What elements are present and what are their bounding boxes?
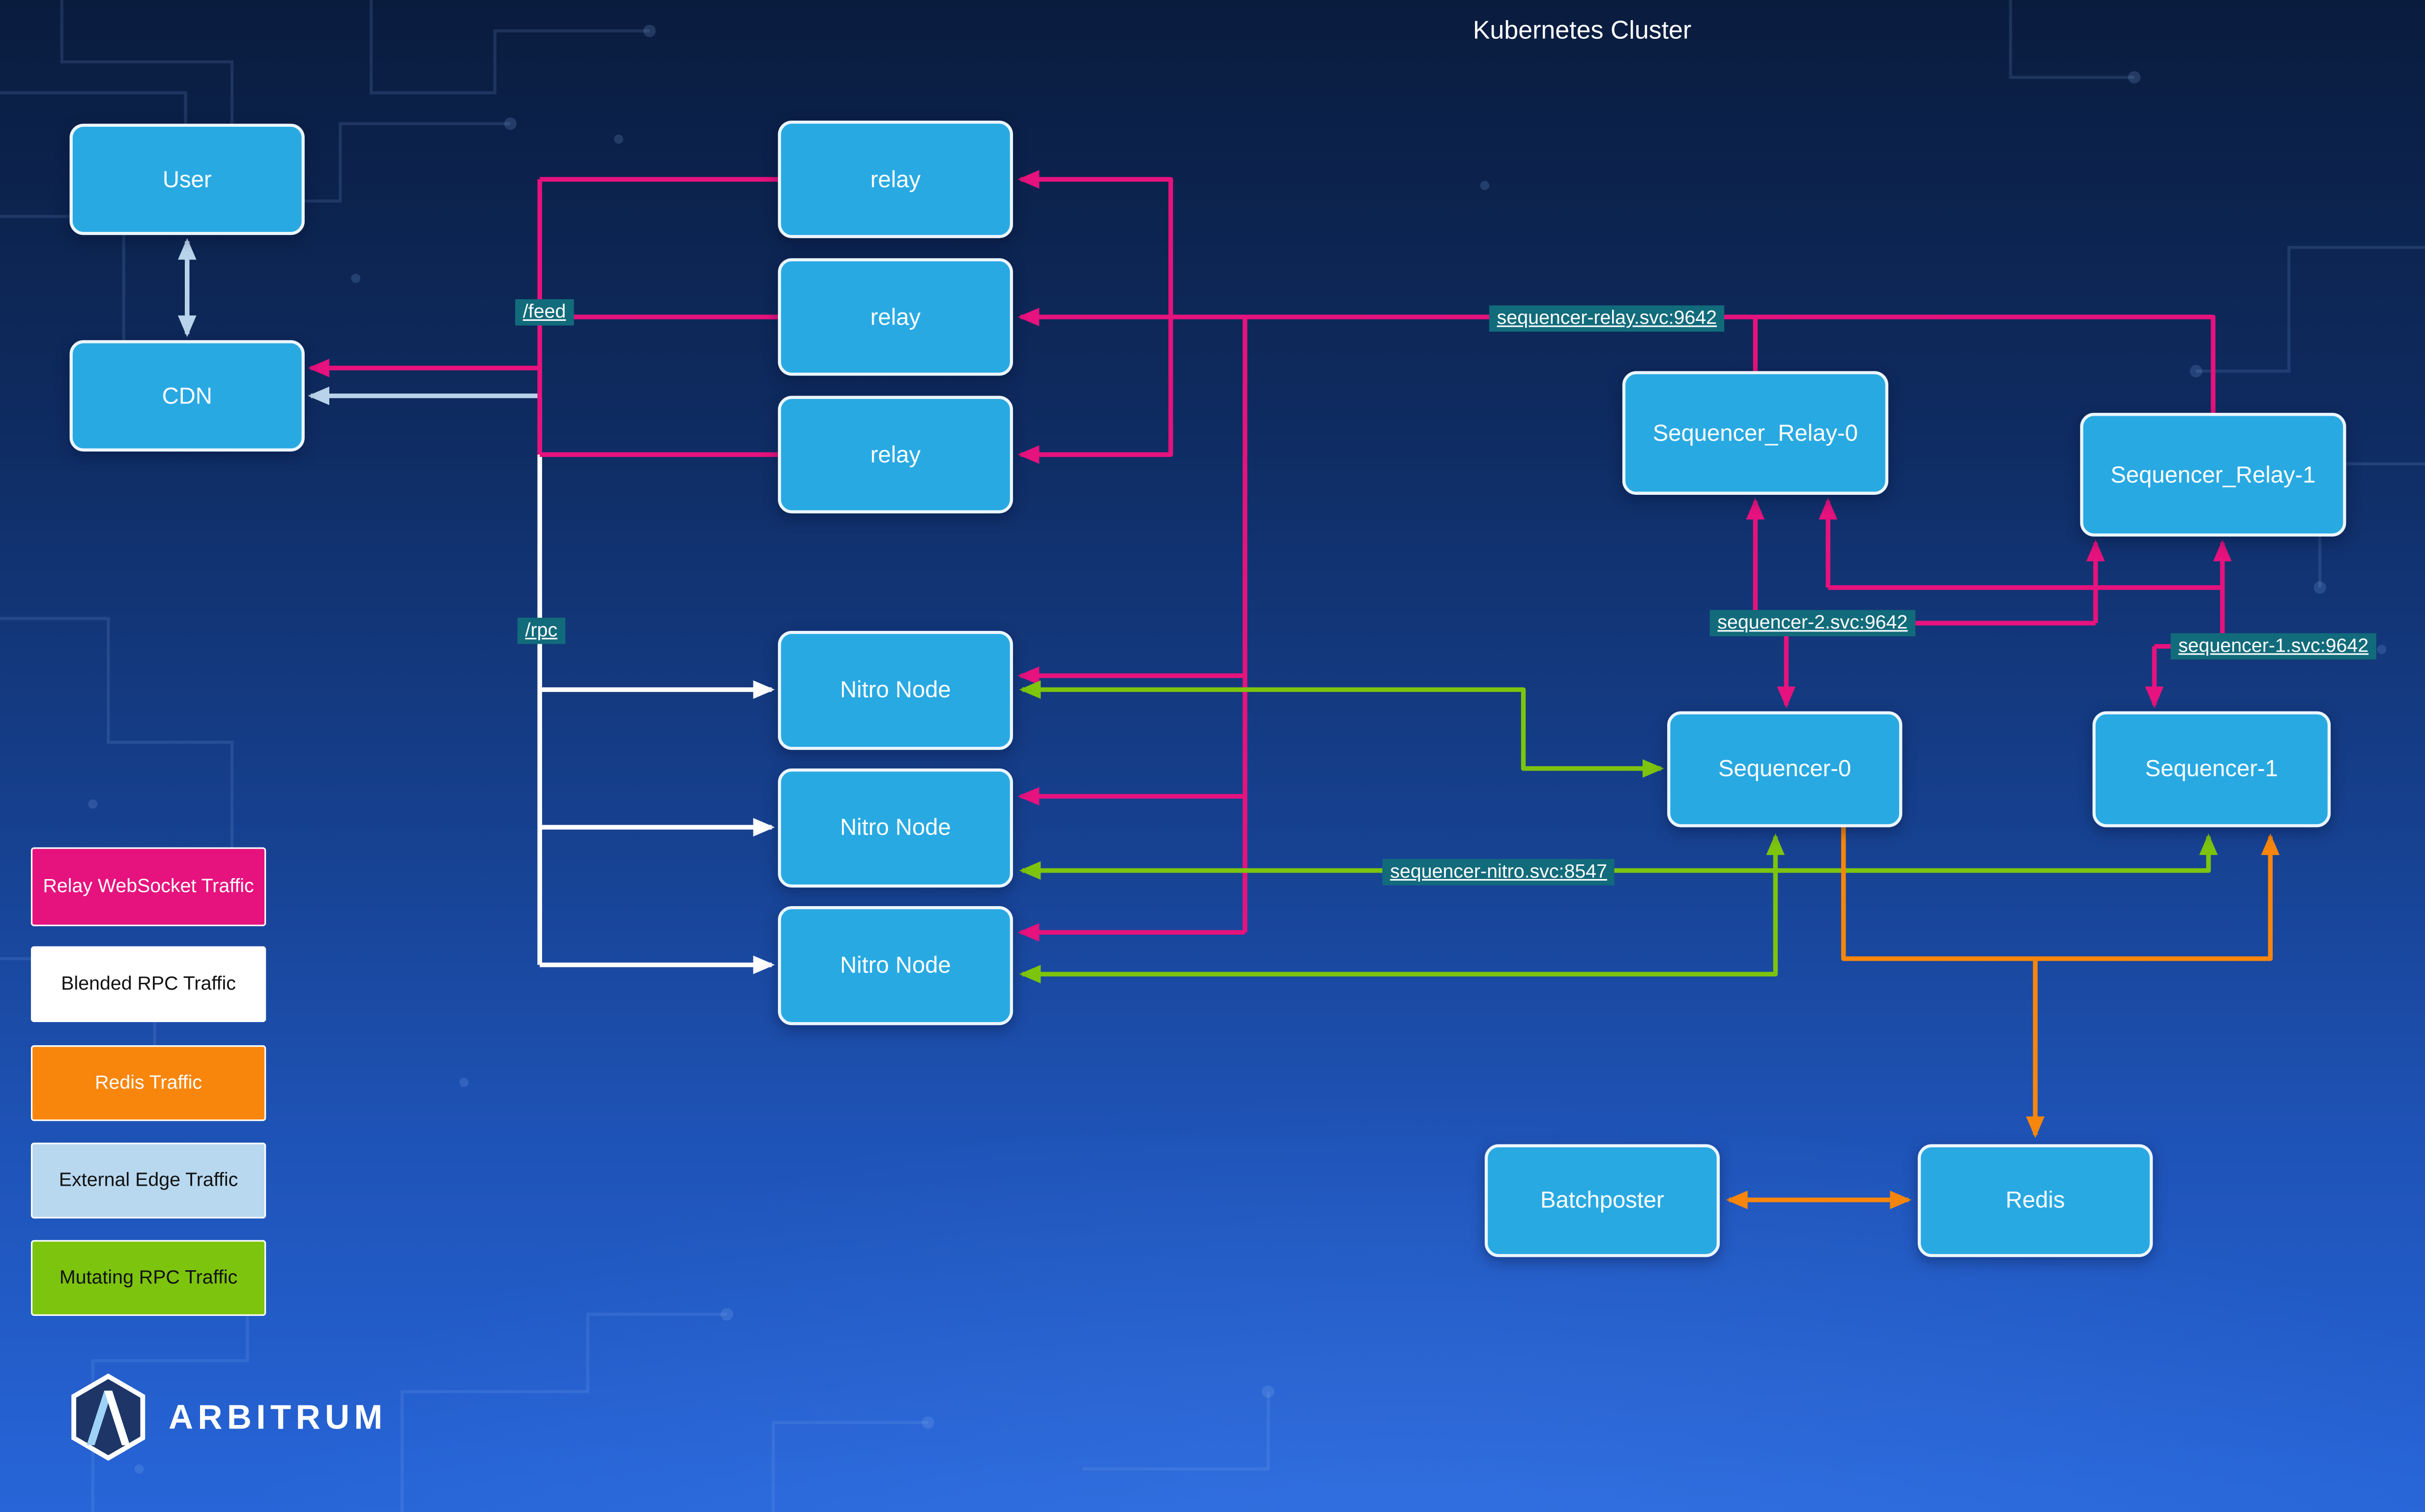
node-label: Nitro Node (840, 815, 951, 841)
legend-label: Blended RPC Traffic (61, 972, 236, 994)
node-label: relay (870, 166, 921, 193)
node-relay-2: relay (778, 396, 1013, 514)
service-label-sequencer-2: sequencer-2.svc:9642 (1709, 610, 1916, 636)
legend-item-3: External Edge Traffic (30, 1142, 266, 1219)
node-nitro-0: Nitro Node (778, 630, 1013, 750)
legend-item-1: Blended RPC Traffic (30, 946, 266, 1022)
node-label: relay (870, 441, 921, 468)
legend-label: Relay WebSocket Traffic (43, 875, 254, 897)
node-batchposter: Batchposter (1484, 1144, 1720, 1257)
edge-nitro1-seq1 (1019, 833, 2218, 880)
edge-nitro2-seq0 (1019, 833, 1785, 984)
legend-item-4: Mutating RPC Traffic (30, 1240, 266, 1316)
arbitrum-brand-name: ARBITRUM (168, 1397, 387, 1436)
node-seq-relay-1: Sequencer_Relay-1 (2080, 413, 2346, 537)
node-redis: Redis (1917, 1144, 2153, 1257)
node-label: Sequencer_Relay-1 (2110, 461, 2316, 488)
node-label: CDN (162, 382, 212, 409)
legend-label: Mutating RPC Traffic (59, 1266, 238, 1288)
node-label: User (162, 166, 212, 193)
service-label-sequencer-nitro: sequencer-nitro.svc:8547 (1382, 858, 1615, 885)
node-nitro-1: Nitro Node (778, 768, 1013, 888)
node-nitro-2: Nitro Node (778, 906, 1013, 1026)
arbitrum-logo-icon (71, 1373, 145, 1461)
node-seq-relay-0: Sequencer_Relay-0 (1622, 371, 1889, 495)
node-label: Nitro Node (840, 952, 951, 979)
node-seq-1: Sequencer-1 (2092, 711, 2331, 827)
service-label-sequencer-relay: sequencer-relay.svc:9642 (1489, 305, 1725, 332)
legend-label: External Edge Traffic (58, 1168, 238, 1190)
service-label-feed: /feed (515, 299, 574, 326)
node-cdn: CDN (69, 340, 305, 452)
service-label-sequencer-1: sequencer-1.svc:9642 (2170, 633, 2376, 660)
node-label: relay (870, 304, 921, 330)
node-relay-1: relay (778, 258, 1013, 376)
legend-item-0: Relay WebSocket Traffic (30, 847, 266, 926)
edge-seqrelay-feed-main (1017, 308, 2216, 413)
edge-feed-to-relay-2 (1017, 317, 1173, 464)
node-label: Sequencer-1 (2145, 756, 2278, 783)
legend-label: Redis Traffic (95, 1071, 202, 1093)
edge-feed-to-relay-0 (1017, 170, 1173, 317)
edge-nitro0-seq0 (1019, 680, 1664, 778)
cluster-title: Kubernetes Cluster (1472, 17, 1692, 45)
node-label: Redis (2005, 1187, 2065, 1214)
node-label: Sequencer_Relay-0 (1652, 420, 1858, 446)
arbitrum-brand: ARBITRUM (68, 1373, 387, 1461)
node-label: Nitro Node (840, 677, 951, 704)
legend-item-2: Redis Traffic (30, 1045, 266, 1121)
node-label: Sequencer-0 (1718, 756, 1851, 783)
node-seq-0: Sequencer-0 (1667, 711, 1903, 827)
node-relay-0: relay (778, 120, 1013, 238)
node-user: User (69, 123, 305, 235)
edge-seq0-redis-seq1 (1841, 827, 2280, 961)
node-label: Batchposter (1540, 1187, 1664, 1214)
service-label-rpc: /rpc (517, 618, 565, 644)
